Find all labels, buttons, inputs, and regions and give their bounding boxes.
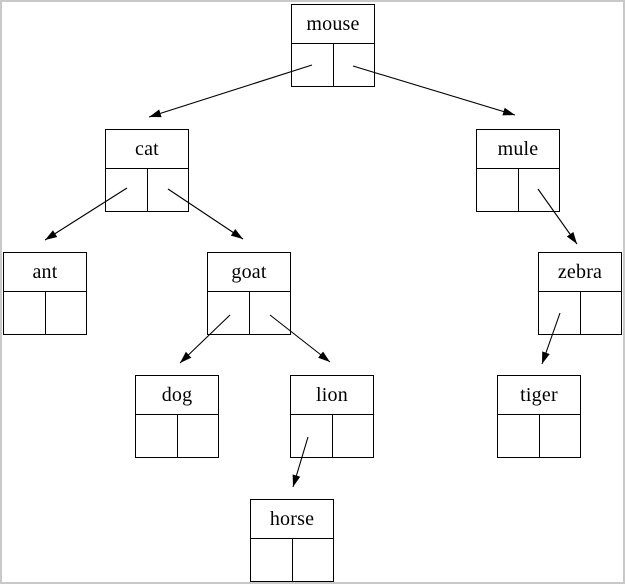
right-pointer-cell xyxy=(540,415,581,457)
right-pointer-cell xyxy=(46,292,87,334)
node-label-dog: dog xyxy=(136,376,218,415)
left-pointer-cell xyxy=(208,292,250,334)
tree-node-lion: lion xyxy=(290,375,374,458)
node-label-lion: lion xyxy=(291,376,373,415)
tree-node-mule: mule xyxy=(476,129,560,212)
pointer-cells xyxy=(208,292,290,334)
node-label-cat: cat xyxy=(106,130,188,169)
right-pointer-cell xyxy=(293,539,334,581)
left-pointer-cell xyxy=(291,415,333,457)
edge-mouse-right-mule xyxy=(352,65,516,116)
tree-node-dog: dog xyxy=(135,375,219,458)
tree-node-horse: horse xyxy=(250,499,334,582)
pointer-cells xyxy=(106,169,188,211)
left-pointer-cell xyxy=(477,169,519,211)
tree-node-zebra: zebra xyxy=(538,252,622,335)
left-pointer-cell xyxy=(106,169,148,211)
right-pointer-cell xyxy=(148,169,189,211)
right-pointer-cell xyxy=(178,415,219,457)
left-pointer-cell xyxy=(292,44,334,86)
node-label-goat: goat xyxy=(208,253,290,292)
pointer-cells xyxy=(291,415,373,457)
node-label-mule: mule xyxy=(477,130,559,169)
node-label-mouse: mouse xyxy=(292,5,374,44)
edge-mouse-left-cat xyxy=(148,64,313,118)
node-label-horse: horse xyxy=(251,500,333,539)
pointer-cells xyxy=(539,292,621,334)
left-pointer-cell xyxy=(498,415,540,457)
right-pointer-cell xyxy=(334,44,375,86)
left-pointer-cell xyxy=(136,415,178,457)
node-label-tiger: tiger xyxy=(498,376,580,415)
node-label-zebra: zebra xyxy=(539,253,621,292)
tree-node-cat: cat xyxy=(105,129,189,212)
pointer-cells xyxy=(477,169,559,211)
tree-node-tiger: tiger xyxy=(497,375,581,458)
right-pointer-cell xyxy=(333,415,374,457)
right-pointer-cell xyxy=(250,292,291,334)
pointer-cells xyxy=(251,539,333,581)
tree-node-ant: ant xyxy=(3,252,87,335)
right-pointer-cell xyxy=(519,169,560,211)
node-label-ant: ant xyxy=(4,253,86,292)
left-pointer-cell xyxy=(539,292,581,334)
tree-node-goat: goat xyxy=(207,252,291,335)
left-pointer-cell xyxy=(251,539,293,581)
tree-node-mouse: mouse xyxy=(291,4,375,87)
pointer-cells xyxy=(498,415,580,457)
right-pointer-cell xyxy=(581,292,622,334)
pointer-cells xyxy=(4,292,86,334)
left-pointer-cell xyxy=(4,292,46,334)
pointer-cells xyxy=(136,415,218,457)
pointer-cells xyxy=(292,44,374,86)
